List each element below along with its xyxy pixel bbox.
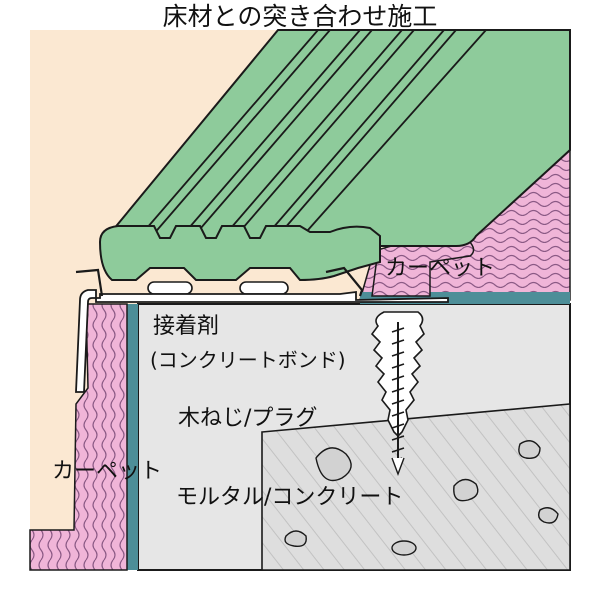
aggregate-stones: [284, 440, 559, 556]
screw-tip: [391, 457, 405, 476]
label-screw-plug: 木ねじ/プラグ: [178, 406, 318, 431]
mortar-hatch-area: [261, 403, 571, 571]
step-nosing-top: [106, 29, 571, 247]
label-adhesive: 接着剤: [153, 314, 220, 339]
screw-plug: [370, 311, 425, 476]
label-carpet-left: カーペット: [52, 459, 163, 484]
nosing-grooves: [139, 29, 487, 237]
label-mortar: モルタル/コンクリート: [176, 485, 404, 510]
diagram-title: 床材との突き合わせ施工: [162, 2, 438, 31]
metal-trim: [75, 289, 449, 393]
trim-lip: [75, 268, 104, 297]
left-carpet-backing: [127, 304, 138, 570]
nosing-foot-left: [147, 281, 193, 295]
label-adhesive-sub: (コンクリートボンド): [150, 348, 346, 372]
trim-hook: [325, 266, 364, 297]
label-carpet-top: カーペット: [385, 256, 496, 281]
step-nosing-profile: [98, 225, 381, 282]
nosing-foot-right: [239, 281, 289, 295]
screw-thread: [391, 327, 405, 463]
